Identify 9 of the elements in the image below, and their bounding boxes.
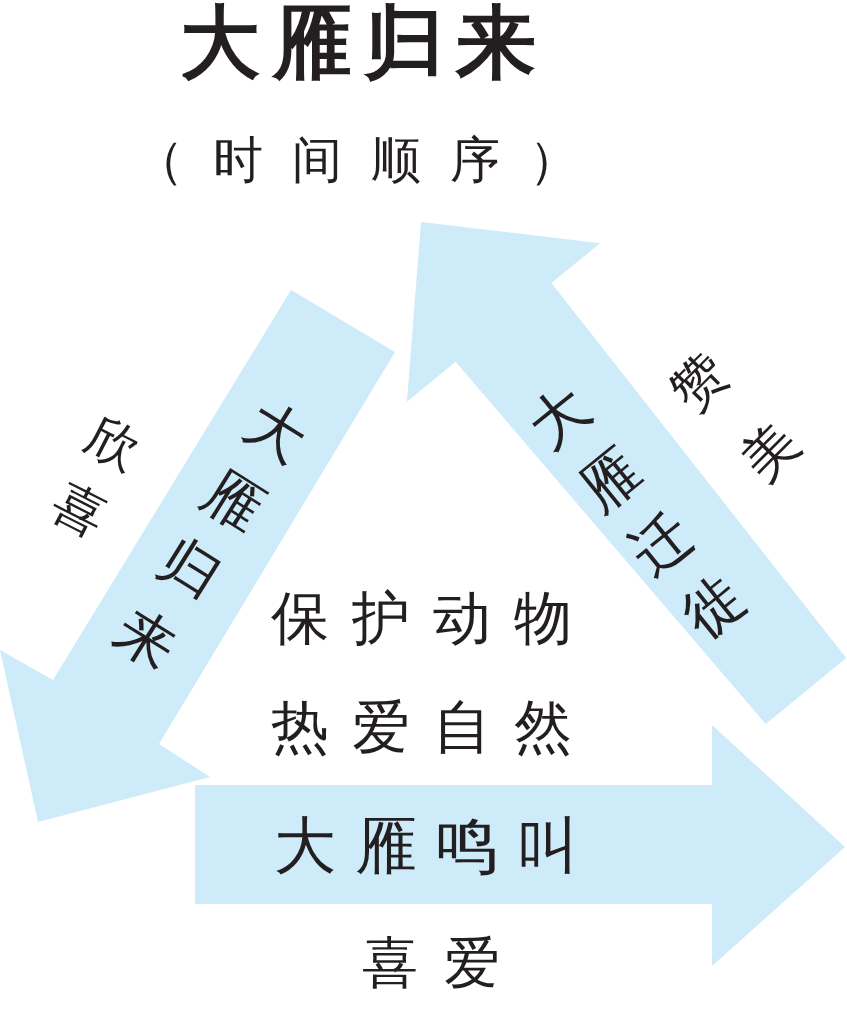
side-label: 欣喜	[41, 403, 152, 551]
center-text: 热爱自然	[269, 698, 595, 756]
title: 大雁归来	[179, 3, 548, 83]
arrow-label: 大雁鸣叫	[272, 815, 598, 877]
subtitle: （时间顺序）	[132, 135, 608, 185]
block-arrow	[406, 222, 847, 724]
side-label: 喜爱	[361, 935, 526, 991]
side-label: 赞美	[657, 339, 813, 496]
center-text: 保护动物	[269, 589, 595, 647]
